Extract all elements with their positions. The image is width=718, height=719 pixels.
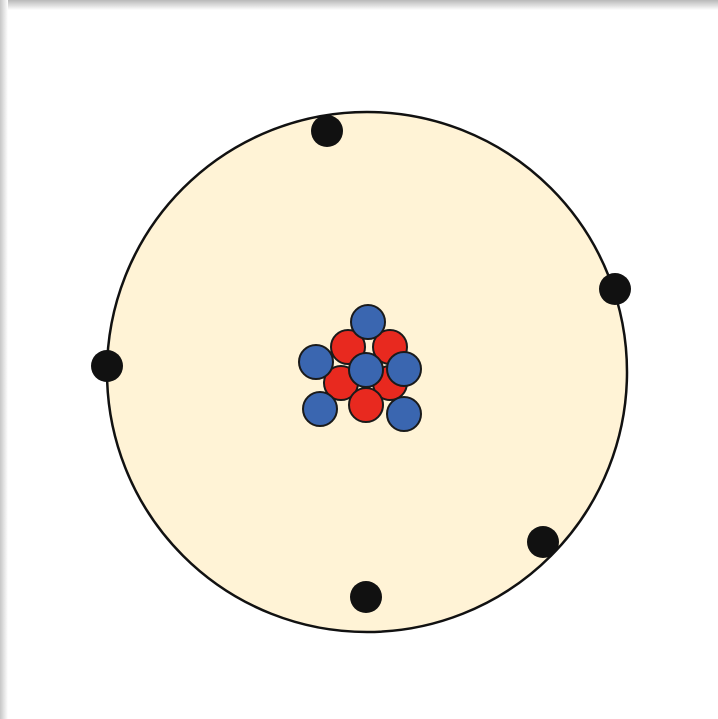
electron [599,273,631,305]
neutron [351,305,385,339]
neutron [299,345,333,379]
neutron [349,353,383,387]
electron [311,115,343,147]
neutron [387,352,421,386]
neutron [303,392,337,426]
electron [91,350,123,382]
neutron [387,397,421,431]
electron [527,526,559,558]
electron [350,581,382,613]
proton [349,388,383,422]
